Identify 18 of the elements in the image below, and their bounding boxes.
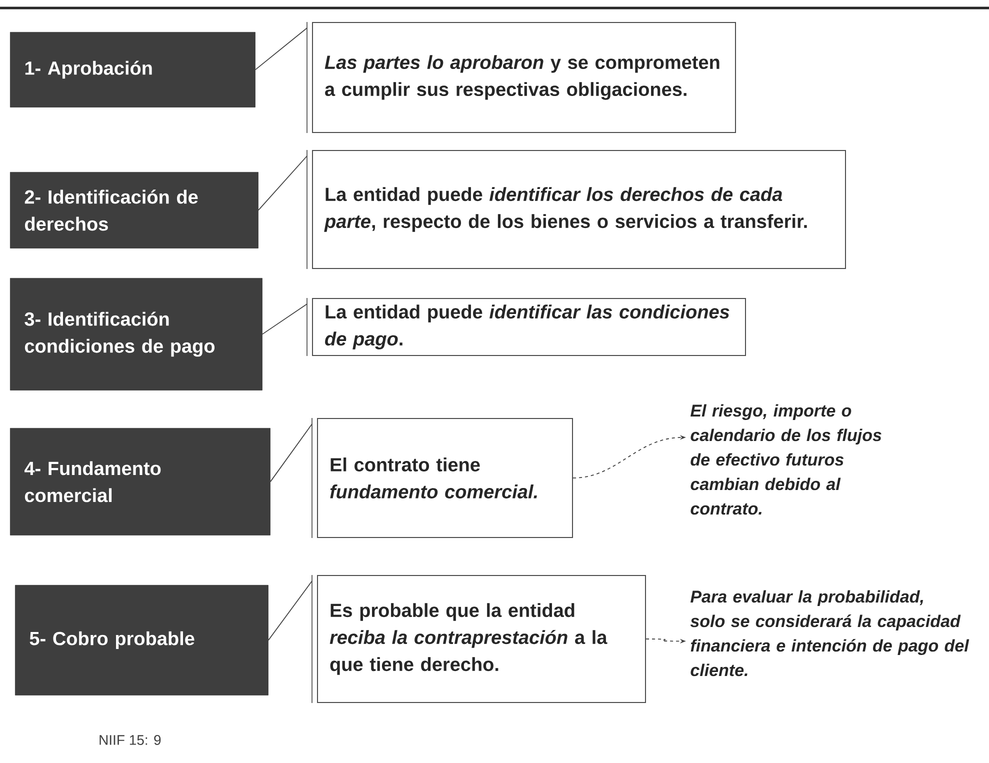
step-box: 2- Identificación de derechos — [10, 172, 258, 248]
step-box: 1- Aprobación — [10, 32, 256, 108]
condition-box: Las partes lo aprobaron y se comprometen a cumplir sus respectivas obligaciones. — [306, 22, 736, 134]
connector-line — [268, 580, 312, 641]
condition-box: La entidad puede identificar los derechos de cada parte, respecto de los bienes o servicios a transferir. — [306, 150, 846, 270]
connector-line — [262, 304, 308, 335]
connector-line — [270, 424, 312, 482]
source-note: NIIF 15: 9 — [100, 735, 161, 745]
note-text: El riesgo, importe o calendario de los flujos de efectivo futuros cambian debido al contrato. — [690, 404, 882, 515]
condition-box: Es probable que la entidad reciba la contraprestación a la que tiene derecho. — [312, 574, 646, 704]
condition-box: El contrato tiene fundamento comercial. — [312, 417, 573, 538]
condition-box: La entidad puede identificar las condiciones de pago. — [306, 298, 746, 356]
connector-line — [254, 28, 308, 70]
step-box: 3- Identificación condiciones de pago — [10, 278, 262, 390]
connector-line — [258, 156, 308, 211]
note-text: Para evaluar la probabilidad, solo se considerará la capacidad financiera e intención de pago del cliente. — [690, 590, 970, 676]
step-box: 4- Fundamento comercial — [10, 428, 270, 536]
step-box: 5- Cobro probable — [15, 584, 268, 696]
